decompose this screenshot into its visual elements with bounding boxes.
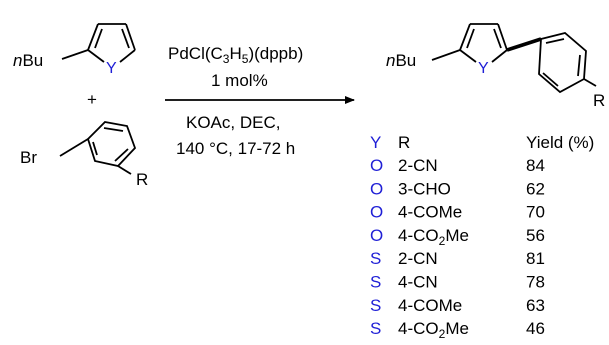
reaction-conditions: PdCl(C3H5)(dppb) 1 mol% KOAc, DEC, 140 °… (165, 44, 355, 158)
row-heteroatom: S (370, 296, 381, 315)
row-substituent: 4-COMe (398, 296, 462, 315)
product-heteroatom-y-label: Y (478, 60, 489, 77)
row-substituent: 4-CO2Me (398, 226, 469, 248)
row-heteroatom: O (370, 203, 383, 222)
row-substituent: 2-CN (398, 156, 438, 175)
aryl-bromide-reactant: Br R (20, 121, 148, 189)
table-row: S 4-CO2Me 46 (370, 319, 545, 341)
row-yield: 62 (526, 179, 545, 198)
catalyst-label: PdCl(C3H5)(dppb) (168, 44, 303, 66)
table-row: O 4-COMe 70 (370, 203, 545, 222)
table-row: S 2-CN 81 (370, 249, 545, 268)
row-heteroatom: O (370, 226, 383, 245)
table-row: O 2-CN 84 (370, 156, 545, 175)
row-heteroatom: O (370, 179, 383, 198)
table-row: O 4-CO2Me 56 (370, 226, 545, 248)
butyl-label: nBu (13, 51, 43, 70)
base-solvent-label: KOAc, DEC, (186, 113, 280, 132)
row-yield: 70 (526, 203, 545, 222)
heteroatom-y-label: Y (106, 60, 117, 77)
row-yield: 46 (526, 319, 545, 338)
product-butyl-label: nBu (386, 51, 416, 70)
benzene-ring (59, 121, 137, 175)
row-heteroatom: S (370, 273, 381, 292)
table-row: O 3-CHO 62 (370, 179, 545, 198)
bromine-label: Br (20, 148, 37, 167)
aryl-bond (506, 37, 542, 52)
table-row: S 4-COMe 63 (370, 296, 545, 315)
table-header: Y R Yield (%) (370, 133, 594, 152)
header-y: Y (370, 133, 381, 152)
heterocycle-ring (61, 23, 136, 63)
heterocycle-reactant: nBu Y (13, 23, 136, 77)
row-heteroatom: S (370, 319, 381, 338)
temperature-time-label: 140 °C, 17-72 h (176, 139, 295, 158)
row-substituent: 4-COMe (398, 203, 462, 222)
row-yield: 84 (526, 156, 545, 175)
row-substituent: 4-CN (398, 273, 438, 292)
row-yield: 78 (526, 273, 545, 292)
row-substituent: 2-CN (398, 249, 438, 268)
row-heteroatom: S (370, 249, 381, 268)
table-row: S 4-CN 78 (370, 273, 545, 292)
product-structure: nBu Y R (386, 23, 605, 110)
product-r-label: R (593, 91, 605, 110)
product-heterocycle-ring (431, 23, 508, 63)
header-yield: Yield (%) (526, 133, 594, 152)
row-substituent: 3-CHO (398, 179, 451, 198)
plus-sign: + (87, 90, 97, 109)
row-yield: 56 (526, 226, 545, 245)
header-r: R (398, 133, 410, 152)
row-substituent: 4-CO2Me (398, 319, 469, 341)
row-yield: 63 (526, 296, 545, 315)
product-benzene-ring (538, 32, 597, 94)
catalyst-loading-label: 1 mol% (211, 71, 268, 90)
row-yield: 81 (526, 249, 545, 268)
row-heteroatom: O (370, 156, 383, 175)
aryl-r-label: R (136, 170, 148, 189)
